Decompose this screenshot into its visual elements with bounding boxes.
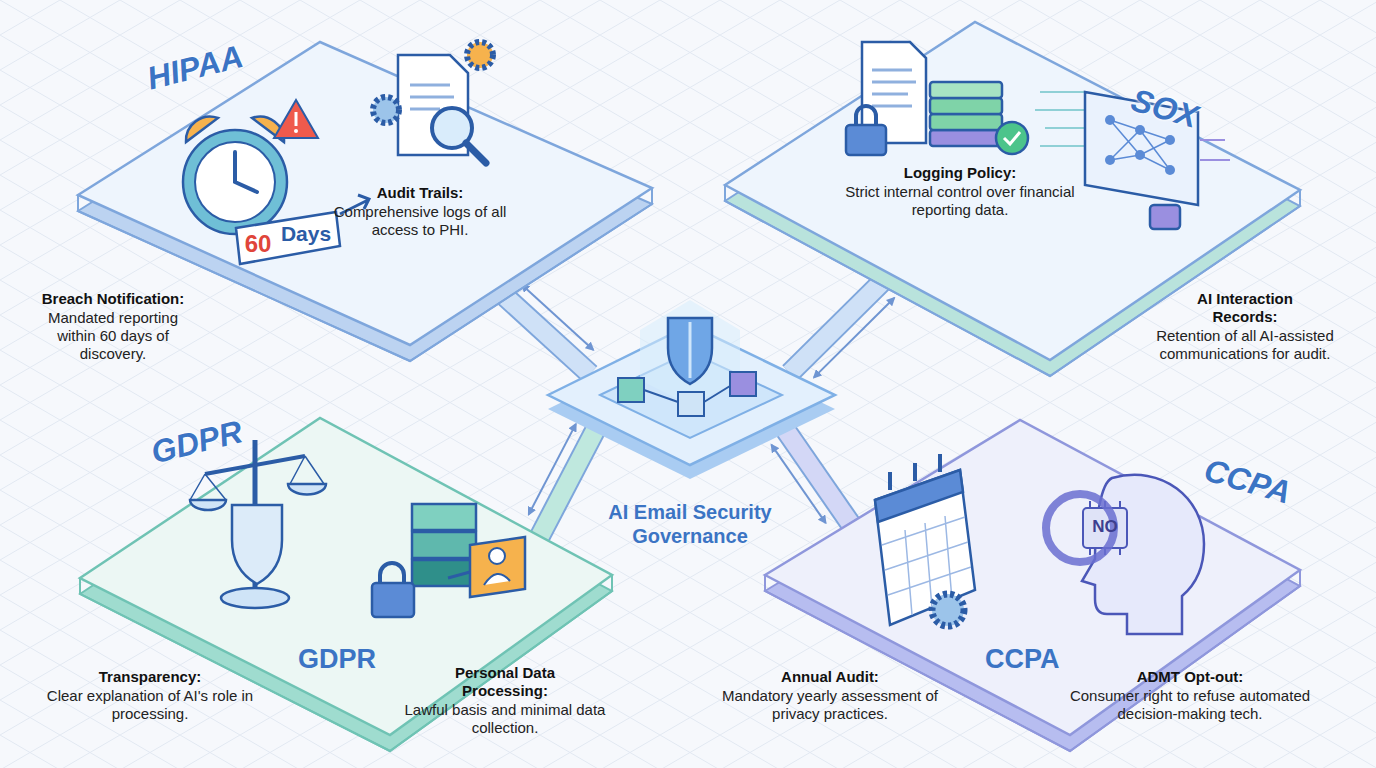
- callout-heading: ADMT Opt-out:: [1070, 668, 1310, 686]
- governance-hub: AI Email Security Governance: [540, 296, 845, 556]
- callout-text: Retention of all AI-assisted communicati…: [1130, 327, 1360, 363]
- platform-title: HIPAA: [144, 39, 247, 97]
- callout-heading: Personal Data Processing:: [430, 664, 580, 700]
- callout-text: Mandated reporting within 60 days of dis…: [43, 309, 183, 363]
- callout-heading: Audit Trails:: [320, 184, 520, 202]
- callout-heading: Transparency:: [50, 668, 250, 686]
- callout-text: Comprehensive logs of all access to PHI.: [330, 203, 510, 239]
- badge-text: NO: [1085, 518, 1125, 537]
- platform-name: CCPA: [985, 645, 1060, 675]
- bridge-connector: [772, 422, 850, 523]
- compliance-platform: CCPA CCPA: [761, 416, 1304, 755]
- callout-heading: AI Interaction Records:: [1175, 290, 1315, 326]
- platform-title: GDPR: [148, 414, 246, 471]
- callout-text: Clear explanation of AI's role in proces…: [45, 687, 255, 723]
- callout-heading: Annual Audit:: [710, 668, 950, 686]
- callout-text: Consumer right to refuse automated decis…: [1062, 687, 1318, 723]
- bridge-connector: [498, 285, 593, 374]
- badge-number: 60: [236, 231, 280, 257]
- callout-heading: Logging Policy:: [840, 164, 1080, 182]
- callout-heading: Breach Notification:: [28, 290, 198, 308]
- callout-text: Lawful basis and minimal data collection…: [395, 701, 615, 737]
- callout-text: Strict internal control over financial r…: [845, 183, 1075, 219]
- hub-label: AI Email Security Governance: [580, 500, 800, 548]
- bridge-connector: [790, 274, 894, 377]
- platform-name: GDPR: [298, 645, 376, 675]
- bridge-connector: [529, 421, 600, 536]
- platform-title: CCPA: [1200, 453, 1295, 511]
- callout-text: Mandatory yearly assessment of privacy p…: [710, 687, 950, 723]
- badge-text: Days: [274, 222, 338, 245]
